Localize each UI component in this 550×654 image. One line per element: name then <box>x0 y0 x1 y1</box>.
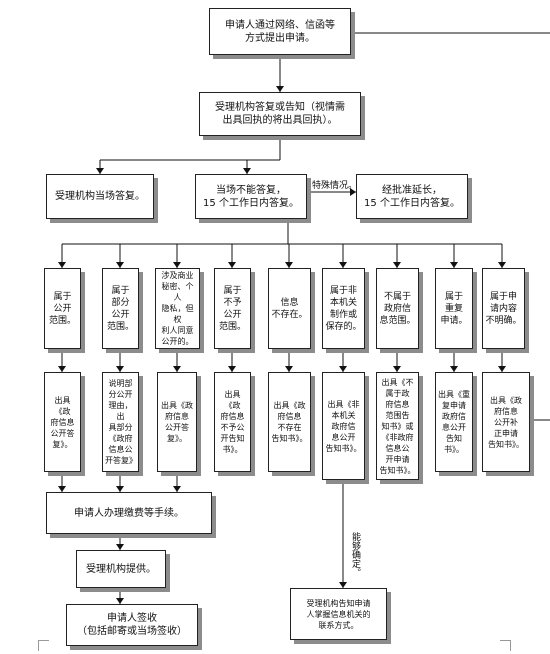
node-category-commercial: 涉及商业 秘密、个人 隐私，但权 利人同意 公开的。 <box>155 268 200 349</box>
edge-label-if-known: 能够确定。 <box>350 532 360 577</box>
node-result-commercial: 出具《政 府信息 公开答 复》。 <box>157 372 197 472</box>
edge-label-special: 特殊情况。 <box>312 181 358 191</box>
node-result-not-public: 出具《政 府信息 不予公 开告知书》。 <box>214 372 251 472</box>
node-category-public: 属于 公开 范围。 <box>44 268 81 349</box>
node-category-other-agency: 属于非 本机关 制作或 保存的。 <box>322 268 365 349</box>
node-extend: 经批准延长， 15 个工作日内答复。 <box>356 174 468 219</box>
node-result-repeat: 出具《重 复申请 政府信 息公开 告知书》。 <box>435 372 473 472</box>
node-provide: 受理机构提供。 <box>76 550 166 588</box>
node-result-partial: 说明部 分公开 理由，出 具部分 《政府 信息公 开答复》 <box>102 372 139 472</box>
node-category-not-public: 属于 不予 公开 范围。 <box>214 268 251 349</box>
node-category-not-gov-info: 不属于 政府信 息范围。 <box>376 268 419 349</box>
node-category-not-exist: 信息 不存在。 <box>268 268 311 349</box>
crop-mark-right <box>500 640 511 651</box>
crop-mark-left <box>38 640 49 651</box>
node-result-other-agency: 出具《非 本机关 政府信 息公开 告知书》。 <box>322 372 365 480</box>
node-category-unclear: 属于申 请内容 不明确。 <box>482 268 525 349</box>
node-result-not-gov-info: 出具《不 属于政 府信息 范围告 知书》或 《非政府 信息公 开申请 告知书》。 <box>376 372 419 480</box>
node-category-repeat: 属于 重复 申请。 <box>435 268 473 349</box>
node-apply: 申请人通过网络、信函等 方式提出申请。 <box>209 8 351 55</box>
node-immediate: 受理机构当场答复。 <box>46 174 154 219</box>
node-category-partial: 属于 部分 公开 范围。 <box>102 268 139 349</box>
node-receive: 申请人签收 （包括邮寄或当场签收） <box>66 604 198 646</box>
node-fee: 申请人办理缴费等手续。 <box>46 492 212 534</box>
node-result-public: 出具《政 府信息 公开答 复》。 <box>44 372 81 472</box>
node-notify: 受理机构答复或告知（视情需 出具回执的将出具回执）。 <box>199 92 361 136</box>
node-result-unclear: 出具《政 府信息 公开补 正申请 告知书》。 <box>482 372 530 472</box>
node-not-immediate: 当场不能答复， 15 个工作日内答复。 <box>195 174 307 219</box>
node-contact: 受理机构告知申请 人掌握信息机关的 联系方式。 <box>290 588 387 640</box>
node-result-not-exist: 出具《政 府信息 不存在 告知书》。 <box>268 372 311 472</box>
